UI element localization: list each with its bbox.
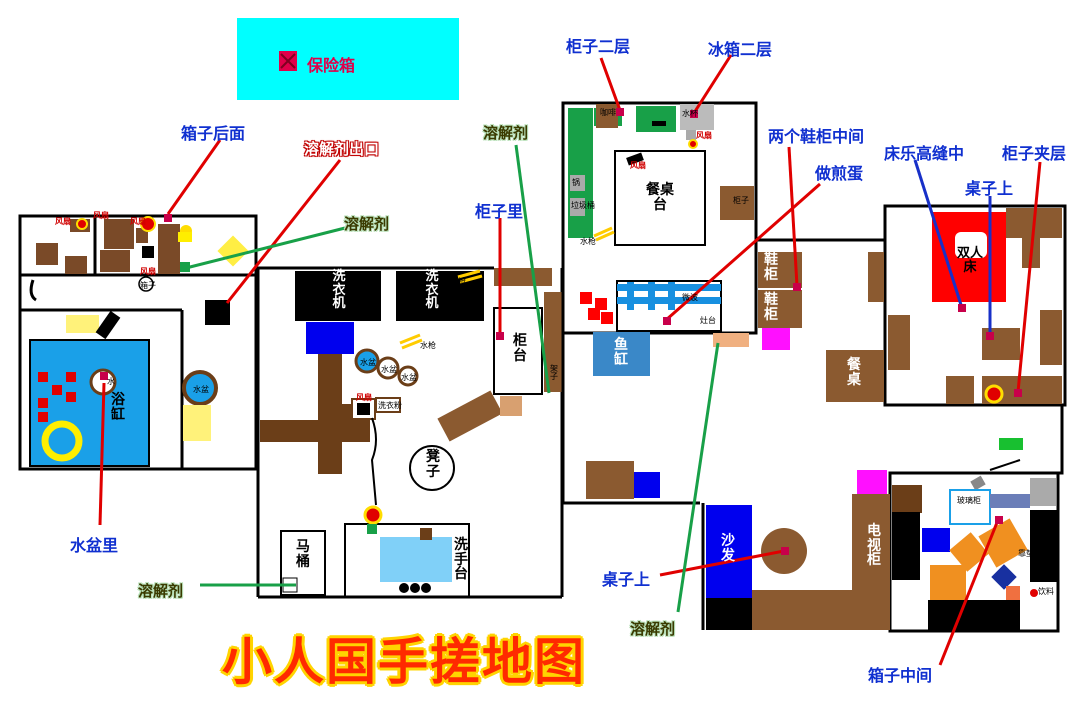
small-pan: 锅 (572, 178, 580, 187)
small-coffee: 咖啡 (600, 108, 616, 117)
small-drink: 饮料 (1038, 587, 1054, 596)
room-shoe-cabinet-1: 鞋柜 (764, 252, 778, 283)
label-solvent-exit: 溶解剂出口 (304, 140, 380, 158)
label-solvent-2: 溶解剂 (483, 124, 529, 142)
pointer-lines (98, 54, 1042, 666)
room-shoe-cabinet-2: 鞋柜 (764, 292, 778, 323)
small-microwave: 微波 (682, 293, 698, 302)
kitchen-area (561, 101, 758, 505)
legend-safe-label: 保险箱 (307, 56, 356, 75)
small-trash: 垃圾桶 (571, 201, 595, 210)
small-fan-6: 风扇 (696, 131, 712, 140)
dining-table-right (826, 350, 884, 402)
sink-basin (380, 537, 452, 582)
bathtub (29, 339, 150, 467)
room-double-bed: 双人床 (956, 246, 983, 275)
small-water-1: 水 (107, 377, 115, 386)
room-sink: 洗手台 (454, 537, 468, 583)
label-between-shoe-cabinets: 两个鞋柜中间 (768, 127, 865, 146)
small-basin-1: 水盆 (360, 358, 376, 367)
label-fry-egg: 做煎蛋 (815, 164, 864, 183)
room-dining-table-right: 餐桌 (847, 357, 861, 388)
small-basin-3: 水盆 (401, 373, 417, 382)
small-cushion: 靠垫 (1018, 549, 1034, 558)
sofa (706, 505, 752, 599)
room-toilet: 马桶 (296, 539, 310, 570)
bathroom-area (18, 214, 258, 471)
fish-tank (593, 332, 650, 376)
label-fridge-second-layer: 冰箱二层 (708, 40, 773, 59)
small-basin-2: 水盆 (381, 365, 397, 374)
shoe-cabinet-2 (758, 290, 802, 328)
washer-1 (295, 271, 381, 321)
label-cabinet-second-layer: 柜子二层 (566, 37, 631, 56)
small-glass-cabinet: 玻璃柜 (957, 496, 981, 505)
label-cabinet-gap: 柜子夹层 (1002, 144, 1067, 163)
room-bathtub: 浴缸 (111, 392, 125, 423)
stool (409, 445, 455, 491)
room-dining-table-top: 餐桌台 (646, 182, 674, 213)
room-stool: 凳子 (426, 449, 440, 480)
room-washer-1: 洗衣机 (332, 269, 346, 312)
small-cabinet: 柜子 (733, 196, 749, 205)
small-fan-1: 风扇 (55, 217, 71, 226)
swim-ring-icon (41, 420, 83, 462)
small-fan-5: 风扇 (630, 161, 646, 170)
label-between-boxes: 箱子中间 (868, 666, 933, 685)
small-cup: 水杯 (682, 109, 698, 118)
room-fish-tank: 鱼缸 (614, 337, 628, 368)
map-title: 小人国手搓地图 (222, 633, 586, 691)
label-on-table-bottom: 桌子上 (602, 570, 651, 589)
small-box: 箱子 (140, 281, 156, 290)
small-washing-powder: 洗衣粉 (378, 401, 402, 410)
label-on-table-right: 桌子上 (965, 179, 1014, 198)
small-stove: 灶台 (700, 316, 716, 325)
room-counter-cabinet: 柜台 (513, 333, 527, 364)
label-in-basin: 水盆里 (70, 536, 119, 555)
small-fan-4: 风扇 (140, 267, 156, 276)
label-solvent-3: 溶解剂 (138, 582, 184, 600)
small-water-gun-3: 水枪 (580, 237, 596, 246)
small-water-gun-2: 水枪 (420, 341, 436, 350)
tile-grid (617, 282, 721, 310)
tv-cabinet (852, 494, 890, 630)
label-bed-gap: 床乐高缝中 (884, 144, 965, 163)
room-shelf: 架子 (550, 364, 558, 381)
room-tv-cabinet: 电视柜 (867, 523, 881, 569)
small-water-2: 水盆 (193, 385, 209, 394)
small-fan-2: 风扇 (93, 211, 109, 220)
small-fan-3: 风扇 (130, 217, 146, 226)
room-washer-2: 洗衣机 (425, 269, 439, 312)
label-behind-box: 箱子后面 (181, 124, 246, 143)
legend-box (237, 18, 459, 100)
small-water-gun-1: 水枪 (450, 277, 466, 286)
label-solvent-1: 溶解剂 (344, 215, 390, 233)
label-solvent-4: 溶解剂 (630, 620, 676, 638)
small-fan-7: 风扇 (356, 393, 372, 402)
item-markers (100, 108, 1022, 555)
label-in-cabinet: 柜子里 (475, 202, 524, 221)
room-sofa: 沙发 (721, 533, 735, 564)
